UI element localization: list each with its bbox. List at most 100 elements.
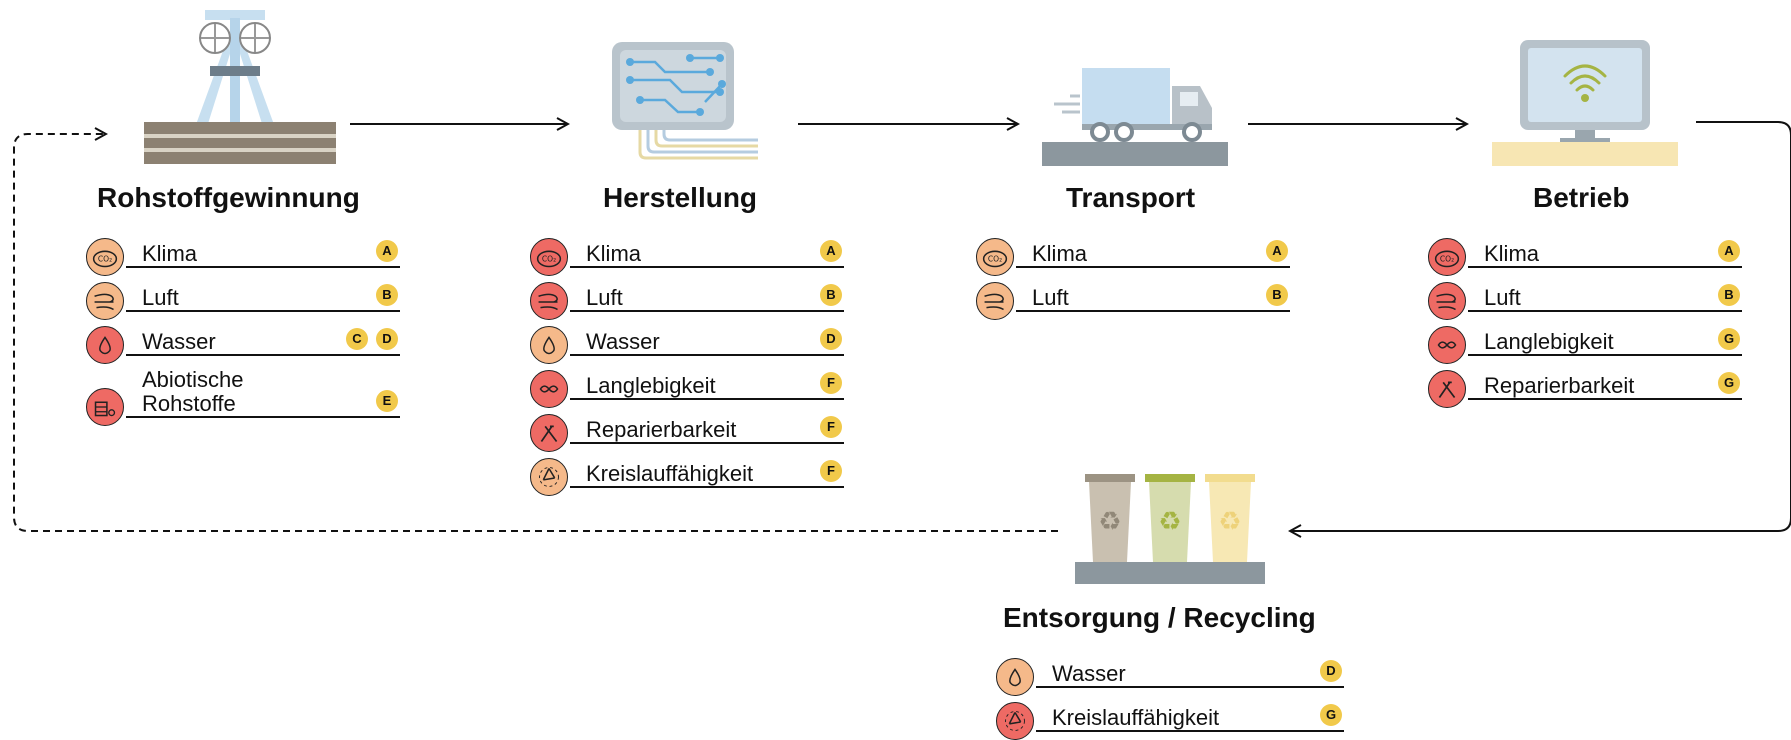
water-drop-icon bbox=[86, 326, 124, 364]
svg-text:CO₂: CO₂ bbox=[98, 255, 112, 264]
reference-badge: G bbox=[1718, 328, 1740, 350]
tools-icon bbox=[530, 414, 568, 452]
reference-badge: E bbox=[376, 390, 398, 412]
impact-label: Reparierbarkeit bbox=[1484, 373, 1635, 398]
water-drop-icon bbox=[530, 326, 568, 364]
reference-badge: B bbox=[1266, 284, 1288, 306]
co2-cloud-icon: CO₂ bbox=[976, 238, 1014, 276]
impact-label: Luft bbox=[1032, 285, 1069, 310]
reference-badge: A bbox=[1266, 240, 1288, 262]
reference-badge: F bbox=[820, 416, 842, 438]
row-underline bbox=[1468, 398, 1742, 400]
stage-title-rohstoffgewinnung: Rohstoffgewinnung bbox=[97, 182, 360, 213]
impact-row-herstellung-5: Reparierbarkeit F bbox=[530, 400, 844, 452]
stage-title-betrieb: Betrieb bbox=[1533, 182, 1630, 213]
reference-badge: A bbox=[376, 240, 398, 262]
wind-icon bbox=[1428, 282, 1466, 320]
impact-label: Reparierbarkeit bbox=[586, 417, 737, 442]
reference-badge: D bbox=[376, 328, 398, 350]
tools-icon bbox=[1428, 370, 1466, 408]
row-underline bbox=[126, 266, 400, 268]
row-underline bbox=[1016, 266, 1290, 268]
impact-label: Klima bbox=[586, 241, 642, 266]
row-underline bbox=[1468, 266, 1742, 268]
wind-icon bbox=[530, 282, 568, 320]
stage-title-transport: Transport bbox=[1066, 182, 1196, 213]
impact-row-herstellung-4: Langlebigkeit F bbox=[530, 356, 844, 408]
row-underline bbox=[1036, 686, 1344, 688]
arrow-recycling-return-dashed bbox=[13, 134, 1058, 532]
row-underline bbox=[1468, 354, 1742, 356]
impact-label: Luft bbox=[142, 285, 179, 310]
recycle-icon bbox=[530, 458, 568, 496]
stage-title-entsorgung: Entsorgung / Recycling bbox=[1003, 602, 1316, 633]
impact-row-herstellung-6: Kreislauffähigkeit F bbox=[530, 444, 844, 496]
impact-label: Klima bbox=[1032, 241, 1088, 266]
row-underline bbox=[570, 354, 844, 356]
svg-text:CO₂: CO₂ bbox=[988, 255, 1002, 264]
reference-badge: A bbox=[1718, 240, 1740, 262]
stage-title-herstellung: Herstellung bbox=[603, 182, 758, 213]
reference-badge: D bbox=[1320, 660, 1342, 682]
arrow-betrieb-entsorgung bbox=[1290, 121, 1791, 531]
svg-text:♻: ♻ bbox=[1218, 507, 1241, 537]
impact-label: Klima bbox=[1484, 241, 1540, 266]
reference-badge: F bbox=[820, 372, 842, 394]
wind-icon bbox=[86, 282, 124, 320]
impact-row-rohstoff-4: Abiotische Rohstoffe E bbox=[86, 356, 400, 426]
impact-label: Kreislauffähigkeit bbox=[586, 461, 754, 486]
impact-row-herstellung-3: Wasser D bbox=[530, 312, 844, 364]
svg-text:♻: ♻ bbox=[1158, 507, 1181, 537]
co2-cloud-icon: CO₂ bbox=[530, 238, 568, 276]
reference-badge: C bbox=[346, 328, 368, 350]
impact-row-betrieb-1: CO₂ Klima A bbox=[1428, 224, 1742, 276]
recycle-icon bbox=[996, 702, 1034, 740]
recycling-bins-icon: ♻ ♻ ♻ bbox=[1075, 470, 1265, 585]
impact-row-entsorgung-2: Kreislauffähigkeit G bbox=[996, 688, 1344, 740]
row-underline bbox=[1016, 310, 1290, 312]
row-underline bbox=[570, 310, 844, 312]
co2-cloud-icon: CO₂ bbox=[86, 238, 124, 276]
impact-label: Klima bbox=[142, 241, 198, 266]
impact-row-betrieb-3: Langlebigkeit G bbox=[1428, 312, 1742, 364]
impact-label: Luft bbox=[1484, 285, 1521, 310]
monitor-wifi-icon bbox=[1490, 38, 1680, 168]
svg-text:CO₂: CO₂ bbox=[1440, 255, 1454, 264]
circuit-board-icon bbox=[610, 40, 760, 168]
row-underline bbox=[126, 416, 400, 418]
impact-label: Wasser bbox=[586, 329, 660, 354]
row-underline bbox=[570, 398, 844, 400]
svg-text:CO₂: CO₂ bbox=[542, 255, 556, 264]
impact-label: Abiotische Rohstoffe bbox=[142, 367, 244, 416]
svg-text:♻: ♻ bbox=[1098, 507, 1121, 537]
row-underline bbox=[126, 310, 400, 312]
row-underline bbox=[126, 354, 400, 356]
raw-material-icon bbox=[86, 388, 124, 426]
impact-row-betrieb-2: Luft B bbox=[1428, 268, 1742, 320]
impact-label: Wasser bbox=[1052, 661, 1126, 686]
impact-label: Langlebigkeit bbox=[1484, 329, 1614, 354]
infinity-icon bbox=[530, 370, 568, 408]
impact-row-entsorgung-1: Wasser D bbox=[996, 644, 1344, 696]
impact-row-rohstoff-1: CO₂ Klima A bbox=[86, 224, 400, 276]
reference-badge: F bbox=[820, 460, 842, 482]
mine-tower-icon bbox=[140, 8, 340, 168]
reference-badge: G bbox=[1320, 704, 1342, 726]
water-drop-icon bbox=[996, 658, 1034, 696]
row-underline bbox=[570, 442, 844, 444]
impact-row-transport-2: Luft B bbox=[976, 268, 1290, 320]
impact-label: Kreislauffähigkeit bbox=[1052, 705, 1220, 730]
truck-icon bbox=[1040, 66, 1230, 168]
reference-badge: D bbox=[820, 328, 842, 350]
infinity-icon bbox=[1428, 326, 1466, 364]
impact-label: Luft bbox=[586, 285, 623, 310]
impact-label: Langlebigkeit bbox=[586, 373, 716, 398]
reference-badge: B bbox=[1718, 284, 1740, 306]
impact-label: Wasser bbox=[142, 329, 216, 354]
